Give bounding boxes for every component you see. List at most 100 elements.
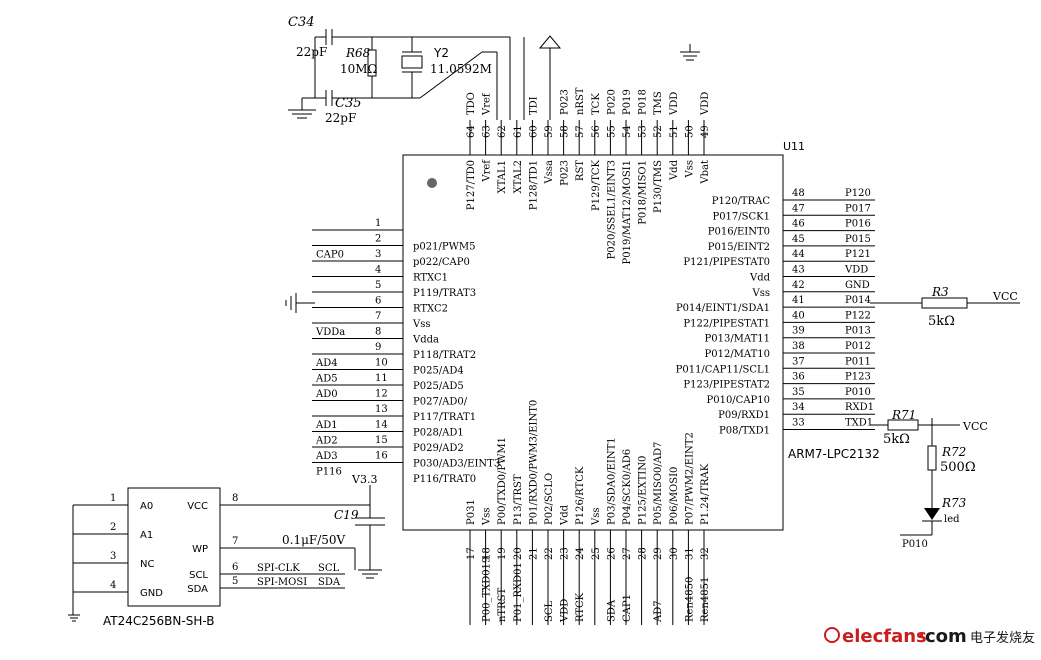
top-pin-name: XTAL2 — [513, 160, 524, 193]
top-pin-number: 52 — [653, 125, 664, 138]
left-pin-name: P028/AD1 — [413, 428, 464, 439]
r3-ref: R3 — [931, 285, 949, 299]
left-net-label: AD4 — [315, 358, 338, 369]
right-net-label: P015 — [845, 234, 871, 245]
led-r73: R73 led P010 — [900, 496, 967, 550]
eeprom-part: AT24C256BN-SH-B — [103, 614, 214, 628]
eeprom-right-pin-number: 6 — [232, 562, 238, 573]
right-pin-name: P016/EINT0 — [708, 227, 770, 238]
watermark-dot: · — [918, 626, 925, 647]
ground-symbol-vss-left — [285, 293, 315, 313]
right-net-label: P014 — [845, 295, 871, 306]
led-label: led — [944, 514, 960, 525]
top-pin-name: Vbat — [700, 160, 711, 185]
bottom-pin-number: 30 — [669, 547, 680, 560]
r72-ref: R72 — [941, 445, 966, 459]
top-pin-number: 58 — [560, 125, 571, 138]
eeprom-left-pin-name: NC — [140, 559, 154, 570]
eeprom-supply: V3.3 — [351, 473, 377, 486]
top-pin-number: 61 — [513, 125, 524, 138]
eeprom-left-pin-number: 3 — [110, 551, 116, 562]
bottom-net-label: RTCK — [575, 592, 586, 622]
left-pin-number: 10 — [375, 358, 388, 369]
right-pin-number: 34 — [792, 402, 805, 413]
right-pin-number: 47 — [792, 203, 805, 214]
right-net-label: P123 — [845, 372, 871, 383]
bottom-pin-number: 32 — [700, 547, 711, 560]
bottom-pin-name: P06/MOSI0 — [669, 467, 680, 525]
right-pin-number: 35 — [792, 387, 805, 398]
eeprom-chip: AT24C256BN-SH-B V3.3 C19 0.1μF/50V — [68, 473, 385, 628]
left-pin-name: p021/PWM5 — [413, 242, 475, 253]
left-pin-name: p022/CAP0 — [413, 257, 470, 268]
bottom-pin-number: 20 — [513, 547, 524, 560]
r71-net: VCC — [962, 420, 988, 433]
top-pin-number: 57 — [575, 125, 586, 138]
bottom-pin-name: P07/PWM2/EINT2 — [684, 432, 695, 525]
top-pin-name: Vssa — [544, 160, 555, 184]
left-pin-name: P027/AD0/ — [413, 397, 468, 408]
bottom-net-label: SDA — [606, 599, 617, 622]
eeprom-right-pin-number: 7 — [232, 536, 238, 547]
bottom-pin-name: P125/EXTIN0 — [638, 456, 649, 525]
right-pin-name: P123/PIPESTAT2 — [683, 380, 770, 391]
top-net-label: P020 — [606, 89, 617, 115]
bottom-pin-number: 23 — [560, 547, 571, 560]
left-pin-number: 11 — [375, 373, 388, 384]
left-pin-number: 13 — [375, 404, 388, 415]
bottom-pin-number: 24 — [575, 547, 586, 560]
c34-ref: C34 — [288, 15, 315, 30]
top-pin-number: 64 — [466, 125, 477, 138]
bottom-pin-name: P126/RTCK — [575, 466, 586, 525]
left-net-label: AD2 — [315, 436, 338, 447]
right-pin-number: 44 — [792, 249, 805, 260]
right-net-label: P011 — [845, 356, 871, 367]
bottom-pin-number: 25 — [591, 547, 602, 560]
bottom-net-label: CAP1 — [622, 594, 633, 622]
bottom-pin-name: P00/TXD0/PWM1 — [497, 437, 508, 525]
left-pin-name: P025/AD5 — [413, 381, 464, 392]
r71-value: 5kΩ — [883, 432, 910, 447]
ground-symbol-top — [680, 44, 700, 61]
bottom-net-label: Ren4850 — [684, 577, 695, 622]
bottom-pin-number: 27 — [622, 547, 633, 560]
left-net-label: P116 — [316, 467, 342, 478]
left-pin-number: 16 — [375, 451, 388, 462]
eeprom-left-pin-number: 2 — [110, 522, 116, 533]
bottom-pin-name: P031 — [466, 499, 477, 525]
r73-ref: R73 — [941, 496, 967, 510]
top-pin-number: 53 — [638, 125, 649, 138]
left-pin-name: P029/AD2 — [413, 443, 464, 454]
bottom-pin-name: P04/SCK0/AD6 — [622, 449, 633, 525]
c19-value: 0.1μF/50V — [282, 533, 346, 547]
left-pin-name: P116/TRAT0 — [413, 474, 476, 485]
top-net-label: TDI — [528, 96, 539, 115]
eeprom-net-label: SPI-CLK — [257, 563, 300, 574]
top-pin-number: 51 — [669, 125, 680, 138]
top-pin-name: XTAL1 — [497, 160, 508, 193]
crystal-circuit: C34 22pF C35 22pF R68 10MΩ Y2 11.0592M — [288, 15, 525, 125]
right-pin-name: P08/TXD1 — [719, 426, 770, 437]
left-pin-number: 1 — [375, 218, 381, 229]
eeprom-net-label: SPI-MOSI — [257, 577, 307, 588]
top-net-label: TCK — [591, 93, 602, 115]
bottom-pin-name: P05/MISO0/AD7 — [653, 442, 664, 525]
right-pin-number: 36 — [792, 372, 805, 383]
bottom-pin-number: 19 — [497, 547, 508, 560]
eeprom-right-pin-name: VCC — [187, 501, 208, 512]
top-pin-name: P129/TCK — [591, 159, 602, 211]
c35-ref: C35 — [335, 96, 362, 111]
left-pin-number: 5 — [375, 280, 381, 291]
r72-led-resistor: R72 500Ω — [927, 425, 976, 508]
left-pin-name: P030/AD3/EINT3 — [413, 459, 500, 470]
top-net-label: P023 — [560, 89, 571, 115]
eeprom-right-pin-number: 8 — [232, 493, 238, 504]
right-net-label: VDD — [844, 265, 868, 276]
bottom-pin-number: 28 — [638, 547, 649, 560]
left-pin-number: 14 — [375, 420, 388, 431]
left-pin-number: 12 — [375, 389, 388, 400]
bottom-pin-number: 22 — [544, 547, 555, 560]
r68-ref: R68 — [345, 46, 371, 60]
